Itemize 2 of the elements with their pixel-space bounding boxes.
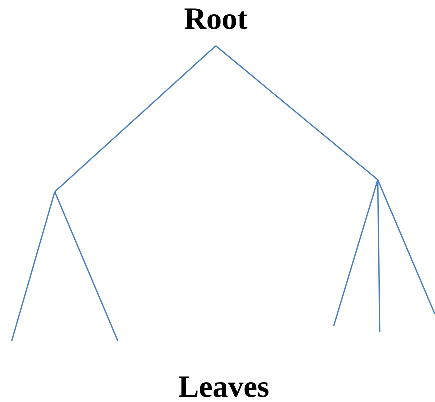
leaves-label: Leaves: [179, 376, 269, 398]
root-label: Root: [184, 8, 248, 30]
